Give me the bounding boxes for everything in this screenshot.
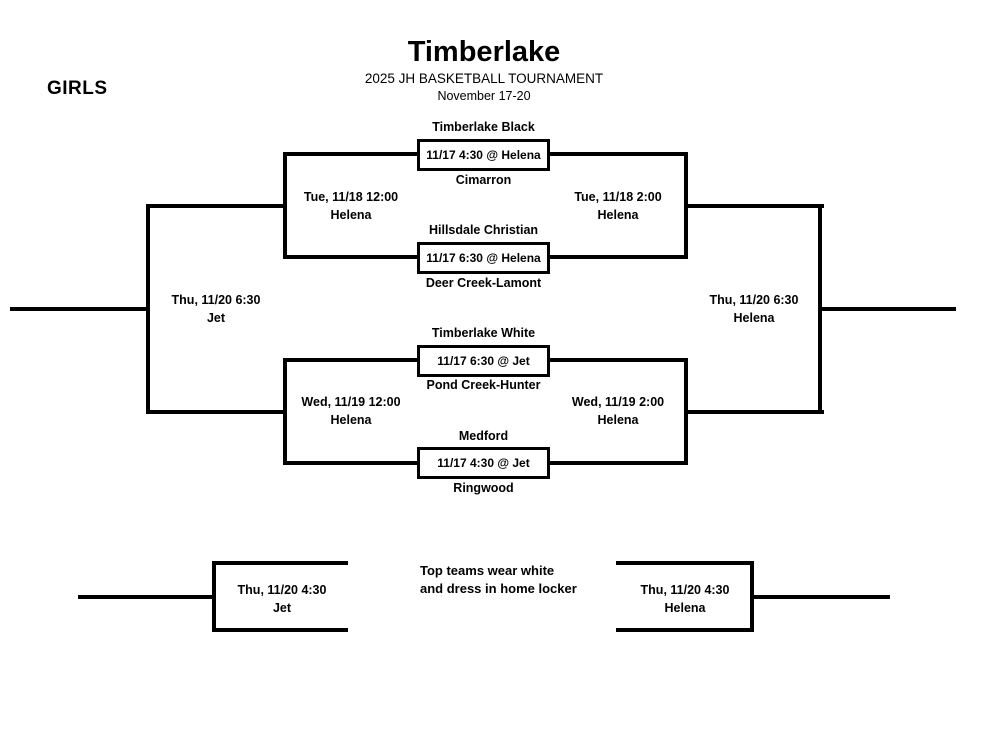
header: Timberlake 2025 JH BASKETBALL TOURNAMENT… bbox=[134, 36, 834, 103]
game1-info-box: 11/17 4:30 @ Helena bbox=[417, 139, 550, 171]
consolation-left-feed-line bbox=[78, 595, 216, 599]
tournament-title: Timberlake bbox=[407, 36, 561, 68]
team-name-timberlake-black: Timberlake Black bbox=[432, 120, 535, 134]
semifinal-right-top-label: Tue, 11/18 2:00 Helena bbox=[552, 188, 684, 224]
team-name-medford: Medford bbox=[458, 429, 509, 443]
consolation-right-label: Thu, 11/20 4:30 Helena bbox=[619, 581, 751, 617]
team-name-cimarron: Cimarron bbox=[455, 173, 512, 187]
bracket-line-final-left-feed bbox=[10, 307, 150, 311]
game4-info-box: 11/17 4:30 @ Jet bbox=[417, 447, 550, 479]
consolation-left-label: Thu, 11/20 4:30 Jet bbox=[216, 581, 348, 617]
game-datetime: Wed, 11/19 2:00 bbox=[571, 395, 665, 409]
semifinal-left-top-label: Tue, 11/18 12:00 Helena bbox=[285, 188, 417, 224]
team-name-timberlake-white: Timberlake White bbox=[431, 326, 536, 340]
game-datetime: Tue, 11/18 12:00 bbox=[303, 190, 399, 204]
semifinal-left-bottom-label: Wed, 11/19 12:00 Helena bbox=[285, 393, 417, 429]
consolation-right-bottom-line bbox=[616, 628, 754, 632]
bracket-line-semi-right-top bbox=[684, 204, 824, 208]
team-name-hillsdale-christian: Hillsdale Christian bbox=[428, 223, 539, 237]
game-datetime: Thu, 11/20 4:30 bbox=[237, 583, 327, 597]
bracket-line-game2-right bbox=[550, 255, 686, 259]
bracket-line-game1-left bbox=[283, 152, 417, 156]
game-datetime: Wed, 11/19 12:00 bbox=[301, 395, 401, 409]
consolation-left-bottom-line bbox=[212, 628, 348, 632]
game-location: Helena bbox=[330, 413, 372, 427]
game3-info-box: 11/17 6:30 @ Jet bbox=[417, 345, 550, 377]
bracket-line-game1-right bbox=[550, 152, 686, 156]
game-location: Helena bbox=[664, 601, 706, 615]
bracket-line-semi-left-top bbox=[146, 204, 287, 208]
uniform-note-line2: and dress in home locker bbox=[420, 581, 577, 596]
final-right-label: Thu, 11/20 6:30 Helena bbox=[688, 291, 820, 327]
uniform-note: Top teams wear white and dress in home l… bbox=[420, 562, 577, 598]
game-datetime: Thu, 11/20 6:30 bbox=[709, 293, 799, 307]
bracket-line-semi-left-bottom bbox=[146, 410, 287, 414]
tournament-subtitle: 2025 JH BASKETBALL TOURNAMENT bbox=[364, 71, 604, 86]
game-location: Jet bbox=[206, 311, 226, 325]
bracket-line-game2-left bbox=[283, 255, 417, 259]
bracket-line-game3-right bbox=[550, 358, 686, 362]
team-name-ringwood: Ringwood bbox=[453, 481, 514, 495]
bracket-line-game4-left bbox=[283, 461, 417, 465]
team-name-deer-creek-lamont: Deer Creek-Lamont bbox=[425, 276, 542, 290]
game-location: Jet bbox=[272, 601, 292, 615]
bracket-line-game3-left bbox=[283, 358, 417, 362]
consolation-left-top-line bbox=[212, 561, 348, 565]
game-location: Helena bbox=[597, 208, 639, 222]
consolation-right-top-line bbox=[616, 561, 754, 565]
game2-info-box: 11/17 6:30 @ Helena bbox=[417, 242, 550, 274]
semifinal-right-bottom-label: Wed, 11/19 2:00 Helena bbox=[552, 393, 684, 429]
consolation-right-exit-line bbox=[750, 595, 890, 599]
bracket-line-semi-right-bottom bbox=[684, 410, 824, 414]
game-location: Helena bbox=[597, 413, 639, 427]
uniform-note-line1: Top teams wear white bbox=[420, 563, 555, 578]
team-name-pond-creek-hunter: Pond Creek-Hunter bbox=[426, 378, 541, 392]
final-left-label: Thu, 11/20 6:30 Jet bbox=[150, 291, 282, 327]
division-label: GIRLS bbox=[47, 78, 108, 99]
game-datetime: Tue, 11/18 2:00 bbox=[574, 190, 662, 204]
bracket-line-champion-right bbox=[818, 307, 956, 311]
bracket-line-game4-right bbox=[550, 461, 686, 465]
consolation-left-vline bbox=[212, 561, 216, 632]
game-location: Helena bbox=[733, 311, 775, 325]
game-datetime: Thu, 11/20 6:30 bbox=[171, 293, 261, 307]
game-datetime: Thu, 11/20 4:30 bbox=[640, 583, 730, 597]
game-location: Helena bbox=[330, 208, 372, 222]
tournament-dates: November 17-20 bbox=[437, 89, 531, 103]
